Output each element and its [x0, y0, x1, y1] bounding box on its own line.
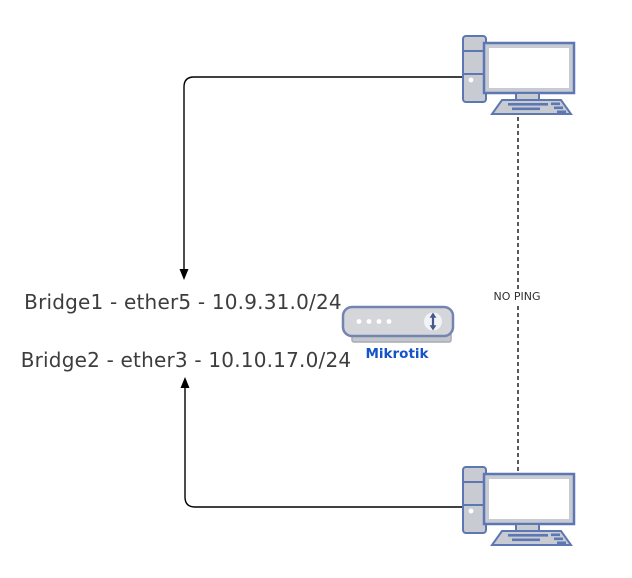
computer-icon-top	[461, 34, 576, 116]
arrowhead-up	[180, 377, 190, 388]
edge-top-computer-to-bridge1	[179, 76, 463, 280]
up-down-arrow-icon	[424, 312, 442, 331]
computer-icon-bottom	[461, 465, 576, 547]
router-body	[341, 305, 455, 338]
bridge2-label: Bridge2 - ether3 - 10.10.17.0/24	[20, 348, 352, 372]
bridge1-label: Bridge1 - ether5 - 10.9.31.0/24	[24, 290, 342, 314]
arrowhead-down	[179, 269, 189, 280]
router-icon	[341, 305, 455, 343]
no-ping-label: NO PING	[491, 289, 543, 304]
edge-bottom-computer-to-bridge2	[180, 377, 463, 508]
router-label: Mikrotik	[365, 346, 429, 362]
